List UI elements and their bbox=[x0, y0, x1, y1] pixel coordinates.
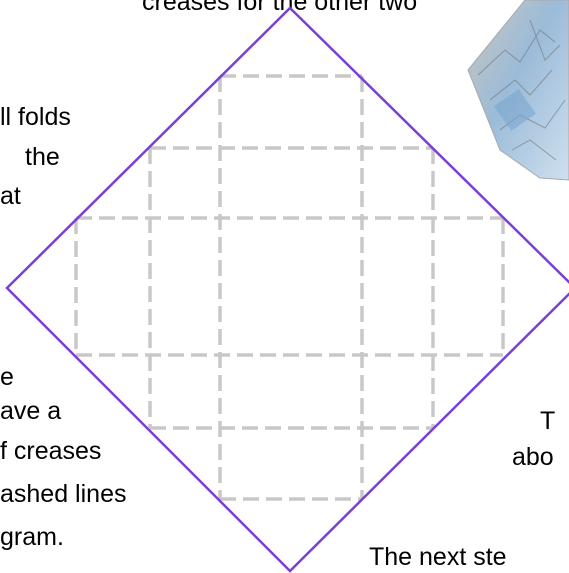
paper-outline-diamond bbox=[7, 8, 569, 571]
